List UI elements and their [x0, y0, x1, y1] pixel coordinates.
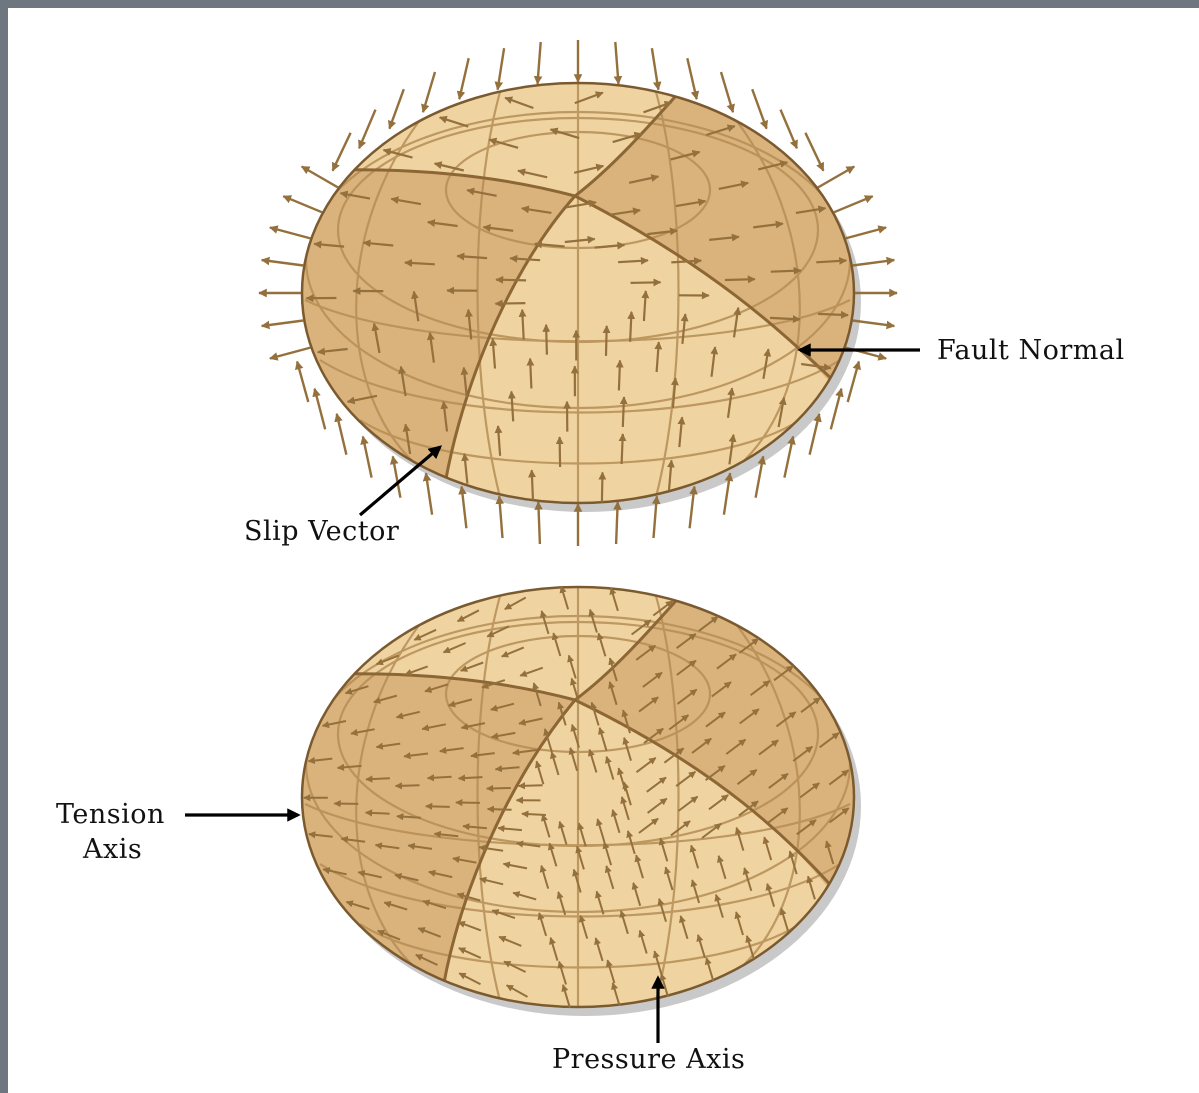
top-rim-arrow-icon — [499, 496, 502, 538]
top-rim-arrow-icon — [652, 48, 659, 89]
top-rim-arrow-icon — [337, 414, 347, 455]
top-field-arrow-icon — [495, 303, 525, 304]
top-rim-arrow-icon — [721, 72, 733, 112]
top-rim-arrow-icon — [423, 72, 435, 112]
top-field-arrow-icon — [619, 360, 620, 390]
bottom-field-arrow-icon — [488, 809, 512, 810]
top-rim-arrow-icon — [270, 348, 311, 359]
top-sphere — [259, 40, 897, 546]
top-rim-arrow-icon — [848, 362, 859, 403]
top-rim-arrow-icon — [315, 389, 326, 430]
top-rim-arrow-icon — [359, 110, 375, 149]
bottom-field-arrow-icon — [396, 785, 420, 786]
pressure-axis-label: Pressure Axis — [552, 1044, 745, 1075]
top-rim-arrow-icon — [297, 362, 308, 403]
top-rim-arrow-icon — [283, 196, 322, 212]
tension-axis-label-line1: Tension — [56, 799, 165, 830]
bottom-sphere — [290, 580, 880, 1020]
top-field-arrow-icon — [496, 280, 526, 281]
top-field-arrow-icon — [623, 397, 624, 427]
top-field-arrow-icon — [630, 312, 631, 342]
top-field-arrow-icon — [602, 472, 603, 502]
top-field-arrow-icon — [522, 310, 524, 340]
bottom-field-arrow-icon — [519, 785, 543, 786]
top-rim-arrow-icon — [615, 42, 618, 84]
top-rim-arrow-icon — [781, 110, 797, 149]
top-rim-arrow-icon — [687, 58, 696, 99]
top-field-arrow-icon — [560, 437, 561, 467]
tension-axis-annotation: Tension Axis — [56, 799, 298, 865]
bottom-field-arrow-icon — [366, 778, 390, 779]
bottom-field-arrow-icon — [428, 777, 452, 778]
top-rim-arrow-icon — [752, 89, 766, 129]
tension-axis-label-line2: Axis — [82, 834, 142, 865]
top-rim-arrow-icon — [389, 89, 403, 129]
top-rim-arrow-icon — [616, 502, 618, 544]
top-rim-arrow-icon — [538, 502, 540, 544]
top-rim-arrow-icon — [853, 260, 895, 266]
top-field-arrow-icon — [725, 279, 755, 280]
top-rim-arrow-icon — [262, 321, 304, 327]
top-rim-arrow-icon — [462, 487, 467, 529]
bottom-field-arrow-icon — [426, 806, 450, 807]
top-field-arrow-icon — [771, 271, 801, 272]
fault-normal-label: Fault Normal — [937, 335, 1125, 366]
top-rim-arrow-icon — [498, 48, 505, 89]
top-rim-arrow-icon — [538, 42, 541, 84]
top-rim-arrow-icon — [846, 228, 887, 239]
top-rim-arrow-icon — [393, 456, 401, 497]
bottom-field-arrow-icon — [487, 788, 511, 789]
top-rim-arrow-icon — [333, 133, 351, 171]
top-field-arrow-icon — [770, 318, 800, 320]
top-field-arrow-icon — [818, 314, 848, 315]
top-field-arrow-icon — [530, 359, 531, 389]
top-field-arrow-icon — [546, 325, 547, 355]
top-field-arrow-icon — [631, 282, 661, 283]
top-rim-arrow-icon — [459, 58, 468, 99]
top-rim-arrow-icon — [262, 260, 304, 266]
bottom-field-arrow-icon — [459, 777, 483, 778]
top-rim-arrow-icon — [363, 437, 372, 478]
top-field-arrow-icon — [606, 326, 607, 356]
top-rim-arrow-icon — [270, 228, 311, 239]
top-field-arrow-icon — [622, 434, 623, 464]
top-rim-arrow-icon — [834, 196, 873, 212]
bottom-field-arrow-icon — [366, 813, 390, 814]
top-rim-arrow-icon — [426, 473, 432, 515]
top-rim-arrow-icon — [805, 133, 823, 171]
bottom-field-arrow-icon — [522, 814, 546, 815]
slip-vector-label: Slip Vector — [244, 516, 399, 547]
top-field-arrow-icon — [532, 470, 533, 500]
bottom-field-arrow-icon — [397, 816, 421, 817]
